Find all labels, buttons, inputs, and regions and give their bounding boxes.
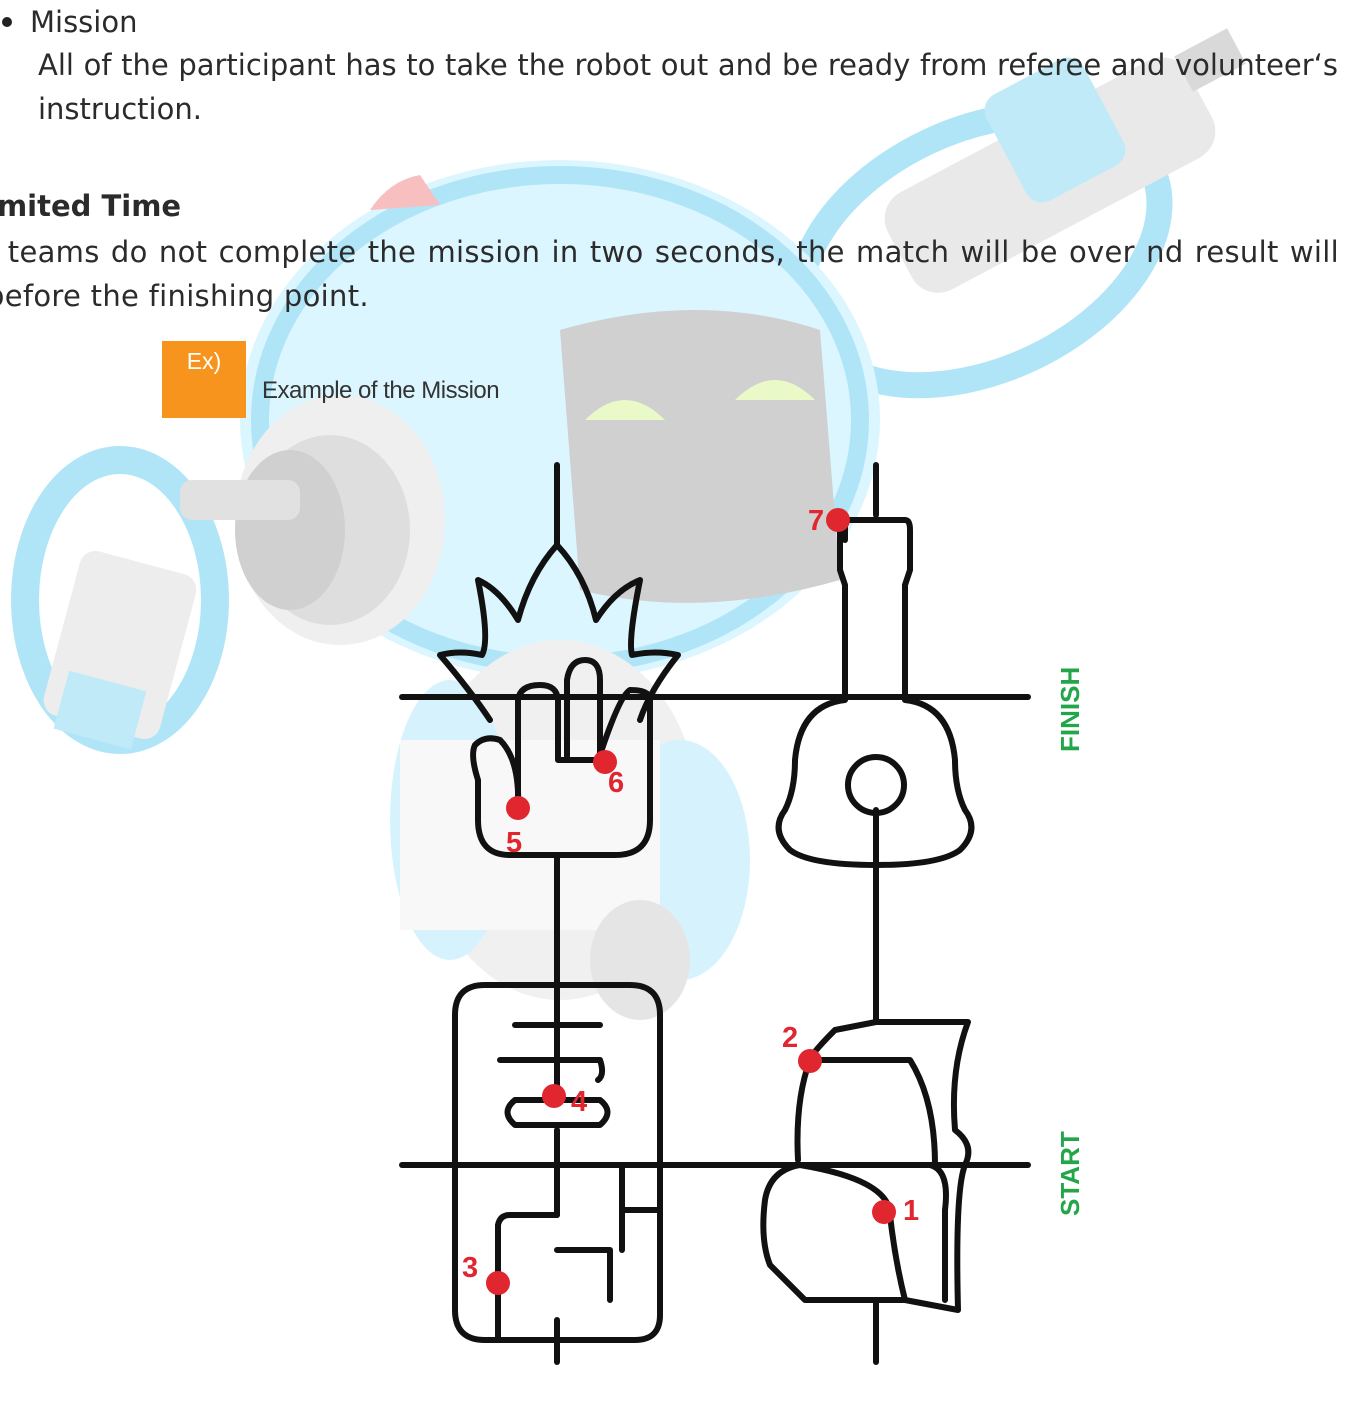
book-shape bbox=[760, 1019, 972, 1313]
guitar-shape bbox=[775, 517, 975, 868]
start-label: START bbox=[1055, 1131, 1085, 1216]
checkpoint-5-marker bbox=[506, 796, 530, 820]
checkpoint-5-label: 5 bbox=[506, 827, 522, 859]
checkpoint-6-marker bbox=[593, 750, 617, 774]
checkpoint-1-label: 1 bbox=[903, 1195, 919, 1227]
checkpoint-2-label: 2 bbox=[782, 1022, 798, 1054]
checkpoint-4-label: 4 bbox=[571, 1086, 587, 1118]
bullet-dot bbox=[2, 17, 12, 27]
limited-time-heading: imited Time bbox=[0, 189, 182, 223]
checkpoint-6-label: 6 bbox=[608, 767, 624, 799]
example-badge: Ex) bbox=[162, 341, 246, 418]
checkpoint-4-marker bbox=[542, 1084, 566, 1108]
checkpoint-3-label: 3 bbox=[462, 1252, 478, 1284]
example-title: Example of the Mission bbox=[262, 377, 500, 404]
maze-shape bbox=[452, 982, 663, 1343]
limited-time-description: f teams do not complete the mission in t… bbox=[0, 235, 1339, 313]
checkpoint-7-marker bbox=[826, 508, 850, 532]
checkpoint-3-marker bbox=[486, 1271, 510, 1295]
checkpoint-1-marker bbox=[872, 1200, 896, 1224]
hand-shape bbox=[470, 657, 653, 858]
mission-bullet: Mission bbox=[0, 0, 137, 44]
checkpoint-2-marker bbox=[798, 1049, 822, 1073]
finish-label: FINISH bbox=[1055, 667, 1085, 752]
mission-description: All of the participant has to take the r… bbox=[38, 48, 1338, 126]
checkpoint-7-label: 7 bbox=[808, 505, 824, 537]
leaf-shape bbox=[437, 542, 681, 723]
mission-bullet-label: Mission bbox=[30, 5, 138, 39]
